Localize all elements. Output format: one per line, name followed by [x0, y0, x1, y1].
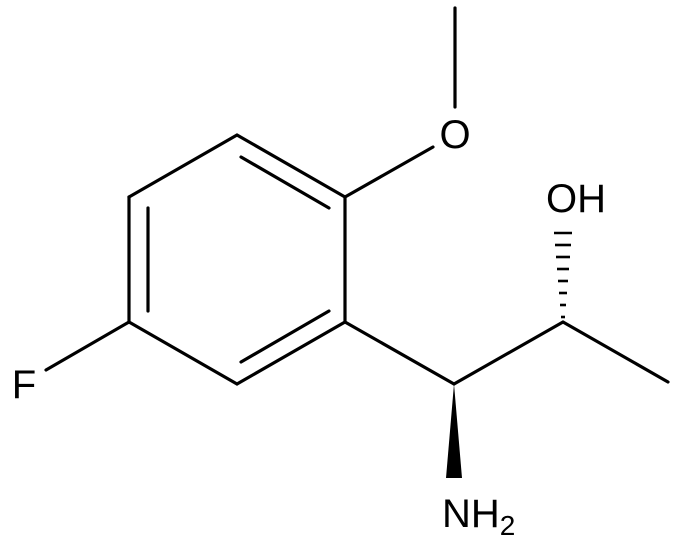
amine-subscript: 2	[500, 510, 516, 541]
methoxy-oxygen-label: O	[439, 113, 470, 157]
c2-to-methyl-bond	[561, 320, 670, 384]
ring-to-oxygen-bond	[343, 145, 435, 199]
hydroxyl-label: OH	[546, 177, 606, 221]
c1-to-c2-bond	[452, 320, 565, 386]
ring-bond-1	[235, 133, 347, 199]
fluorine-label: F	[12, 363, 36, 407]
ring-bond-1-inner	[239, 155, 331, 210]
benzene-ring	[127, 133, 347, 386]
ring-bond-4	[127, 320, 239, 386]
methoxy-group: O	[343, 6, 471, 199]
ring-to-fluorine-bond	[44, 320, 131, 372]
hydroxyl-hash-bond	[554, 231, 572, 319]
ring-bond-3	[235, 320, 347, 386]
amine-main-text: NH	[442, 492, 500, 536]
fluorine-substituent: F	[12, 320, 131, 407]
ring-to-c1-bond	[343, 320, 456, 386]
amine-label: NH2	[442, 492, 515, 541]
side-chain: OH NH2	[343, 177, 670, 541]
ring-bond-6	[127, 133, 239, 199]
ring-bond-3-inner	[239, 309, 331, 364]
amine-wedge-bond	[446, 384, 462, 478]
